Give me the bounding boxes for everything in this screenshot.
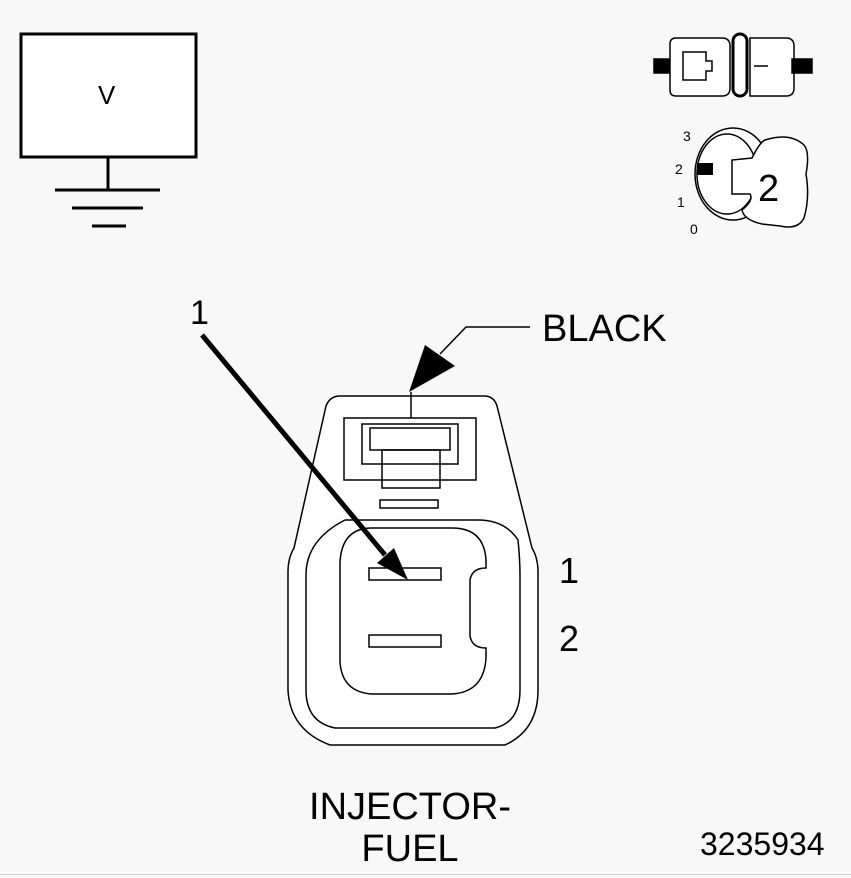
- disconnected-connector-icon: [653, 32, 813, 98]
- connector-title-line-1: INJECTOR-: [309, 786, 511, 828]
- key-scale-3: 3: [683, 128, 691, 144]
- key-selected-position: 2: [758, 168, 780, 210]
- connector-title-line-2: FUEL: [361, 828, 459, 870]
- connector-color-label: BLACK: [542, 308, 667, 350]
- bottom-divider: [0, 874, 851, 875]
- pin-2-blade: [368, 634, 442, 648]
- key-scale-1: 1: [677, 194, 685, 210]
- pin-number-2: 2: [559, 618, 580, 659]
- key-head: [731, 136, 809, 228]
- voltmeter-box: [19, 32, 198, 159]
- lock-window: [343, 417, 477, 481]
- terminal-cavity: [339, 527, 487, 695]
- figure-number: 3235934: [700, 826, 825, 862]
- ignition-key-icon: [694, 127, 809, 228]
- color-leader-arrow: [409, 326, 530, 392]
- pin-number-1: 1: [559, 550, 580, 591]
- voltmeter-label: V: [98, 80, 116, 110]
- locking-tab: [381, 449, 441, 489]
- key-scale-0: 0: [690, 221, 698, 237]
- pin-callout-number: 1: [190, 294, 209, 332]
- position-marker: [697, 163, 713, 175]
- pin-callout-arrow: [200, 333, 408, 580]
- key-scale-2: 2: [675, 161, 683, 177]
- housing-inner-wall: [305, 519, 521, 729]
- voltmeter-symbol: [19, 32, 198, 228]
